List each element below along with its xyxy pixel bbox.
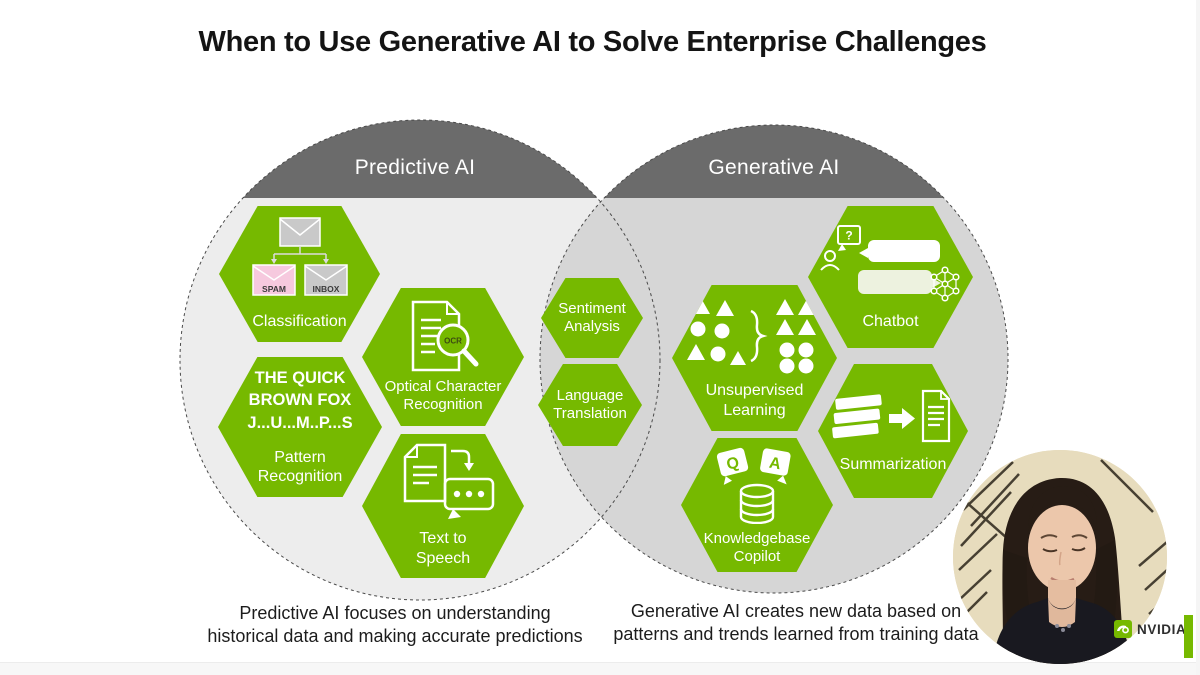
chatbot-icon: ? [819,225,960,302]
hexagon-knowledgebase-copilot: Q A Knowledgebase Copilot [681,438,833,572]
svg-text:?: ? [845,229,852,243]
nvidia-logo: NVIDIA [1114,620,1186,638]
classification-label: Classification [252,313,347,331]
generative-ai-header: Generative AI [708,156,840,179]
hexagon-chatbot: ? Chatbot [808,206,973,348]
right-edge-strip [1196,0,1200,675]
summarization-books-document-icon [832,390,951,443]
nvidia-eye-icon [1114,620,1132,638]
email-classification-icon: SPAM INBOX [251,217,348,296]
hexagon-language-translation: Language Translation [538,364,642,446]
knowledgebase-qa-database-icon: Q A [716,447,791,524]
bottom-edge-strip [0,662,1200,675]
pattern-sample-text: THE QUICK BROWN FOX J...U...M..P...S [247,369,353,432]
unsupervised-learning-shapes-icon [686,298,816,374]
predictive-caption: Predictive AI focuses on understanding h… [207,603,583,647]
green-accent-bar [1184,615,1193,658]
language-translation-label: Language Translation [553,386,627,422]
nvidia-logo-text: NVIDIA [1137,621,1187,637]
generative-circle-outline [539,124,1009,594]
hexagon-sentiment-analysis: Sentiment Analysis [541,278,643,358]
hexagon-text-to-speech: Text to Speech [362,434,524,578]
ocr-document-magnifier-icon: OCR [411,300,479,371]
pattern-recognition-label: Pattern Recognition [257,448,343,486]
unsupervised-learning-label: Unsupervised Learning [705,382,804,419]
hexagon-ocr: OCR Optical Character Recognition [362,288,524,426]
predictive-circle-outline [179,119,661,601]
ocr-label: Optical Character Recognition [384,377,502,413]
knowledgebase-copilot-label: Knowledgebase Copilot [703,529,811,565]
svg-text:OCR: OCR [444,336,462,345]
summarization-label: Summarization [839,456,947,474]
predictive-header-band [243,120,597,198]
slide-title: When to Use Generative AI to Solve Enter… [198,26,987,58]
sentiment-analysis-label: Sentiment Analysis [558,299,626,335]
chatbot-label: Chatbot [862,313,919,331]
svg-text:A: A [768,454,783,473]
text-to-speech-label: Text to Speech [415,530,471,567]
hexagon-unsupervised-learning: Unsupervised Learning [672,285,837,431]
predictive-ai-header: Predictive AI [354,156,476,179]
svg-text:Q: Q [725,454,741,474]
generative-caption: Generative AI creates new data based on … [613,601,979,645]
svg-text:SPAM: SPAM [262,284,286,294]
generative-header-band [604,125,944,198]
hexagon-pattern-recognition: THE QUICK BROWN FOX J...U...M..P...S Pat… [218,357,382,497]
svg-text:INBOX: INBOX [312,284,339,294]
hexagon-summarization: Summarization [818,364,968,498]
hexagon-classification: SPAM INBOX Classification [219,206,380,342]
text-to-speech-icon [403,444,495,520]
